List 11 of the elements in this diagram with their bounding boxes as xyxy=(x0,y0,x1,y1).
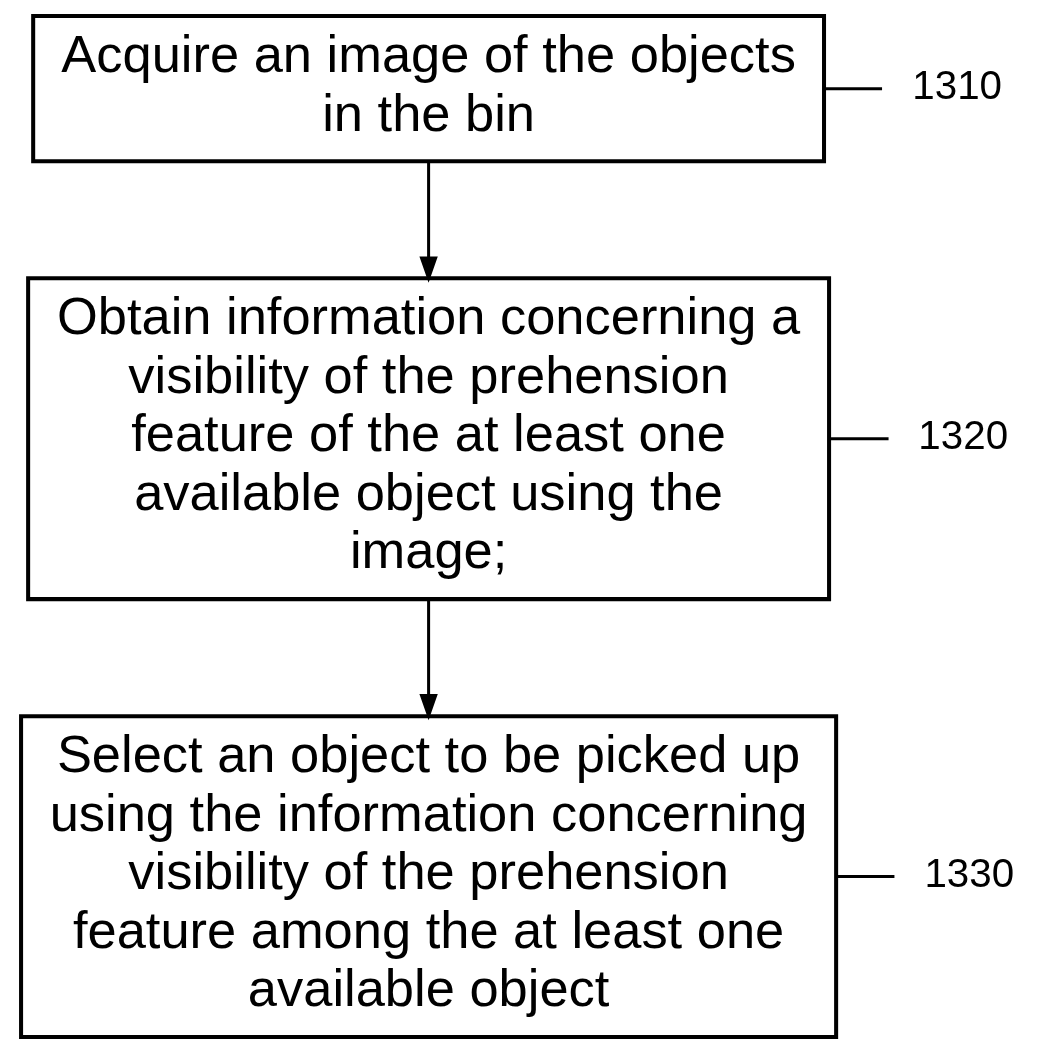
node-box: Acquire an image of the objects in the bin xyxy=(30,14,826,164)
connector xyxy=(835,875,894,879)
node-text: 1310 xyxy=(911,61,1002,108)
arrow xyxy=(418,599,438,721)
arrow xyxy=(418,161,438,283)
node-text: 1320 xyxy=(917,411,1008,458)
connector xyxy=(824,87,882,91)
node-text: 1330 xyxy=(923,849,1014,896)
node-box: Obtain information concerning a visibility of the prehension feature of the at least one available object using the image; xyxy=(25,276,831,602)
node-box: Select an object to be picked up using the information concerning visibility of the prehension feature among the at least one available object xyxy=(18,714,838,1039)
connector xyxy=(829,437,889,441)
